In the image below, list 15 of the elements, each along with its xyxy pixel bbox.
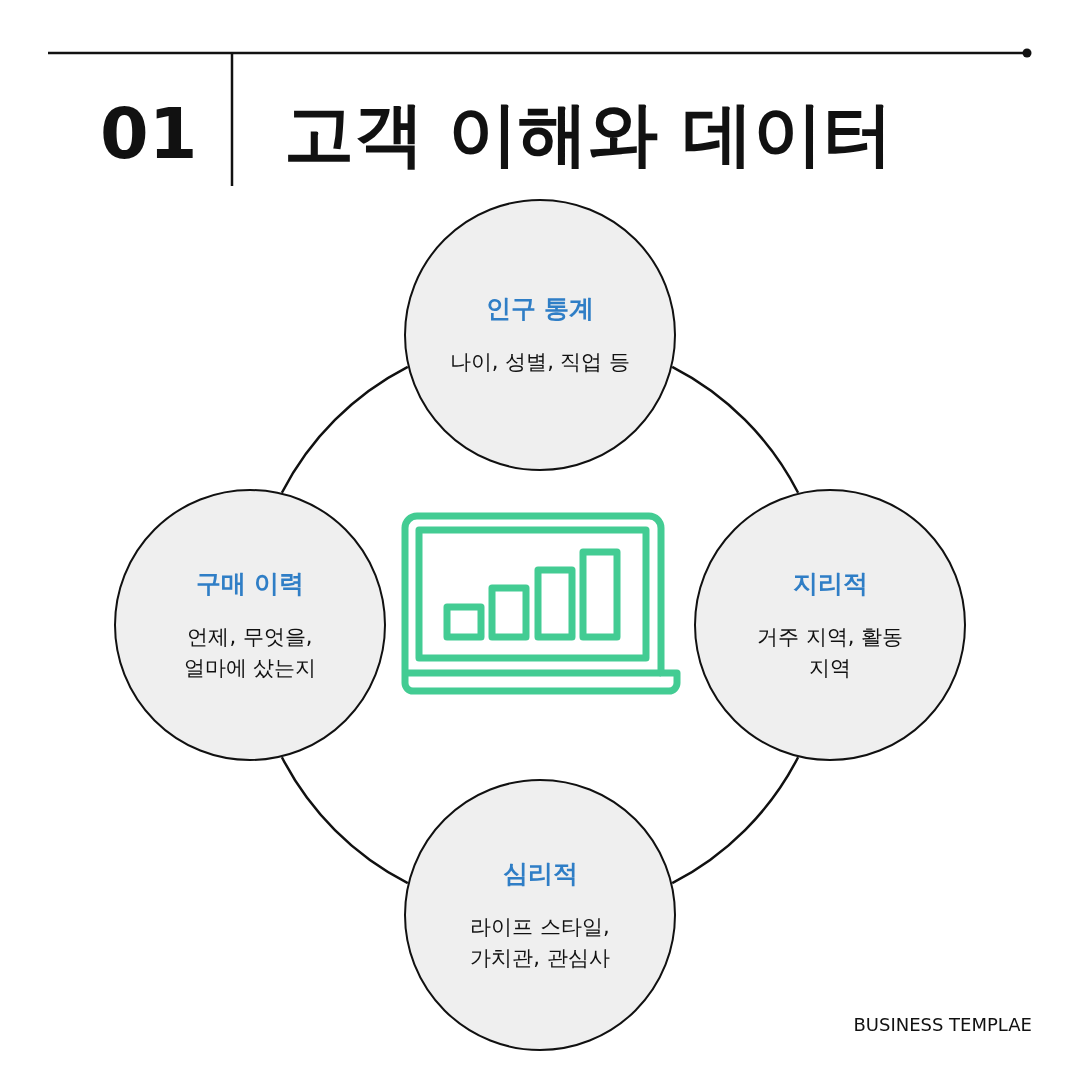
category-description: 거주 지역, 활동 지역 bbox=[756, 624, 904, 682]
category-description: 라이프 스타일, 가치관, 관심사 bbox=[469, 914, 611, 972]
category-heading: 인구 통계 bbox=[485, 293, 595, 326]
ring-arc bbox=[280, 756, 409, 885]
ring-arc bbox=[671, 365, 800, 494]
category-description: 언제, 무엇을, 얼마에 샀는지 bbox=[182, 624, 318, 682]
title: 고객 이해와 데이터 bbox=[284, 92, 893, 176]
category-heading: 지리적 bbox=[792, 568, 868, 601]
ring-arc bbox=[671, 756, 800, 885]
ring-arc bbox=[280, 365, 409, 494]
section-number: 01 bbox=[100, 92, 198, 176]
category-heading: 구매 이력 bbox=[195, 568, 305, 601]
category-heading: 심리적 bbox=[502, 858, 578, 891]
footer-note: BUSINESS TEMPLAE bbox=[853, 1014, 1032, 1035]
category-description: 나이, 성별, 직업 등 bbox=[449, 349, 631, 377]
